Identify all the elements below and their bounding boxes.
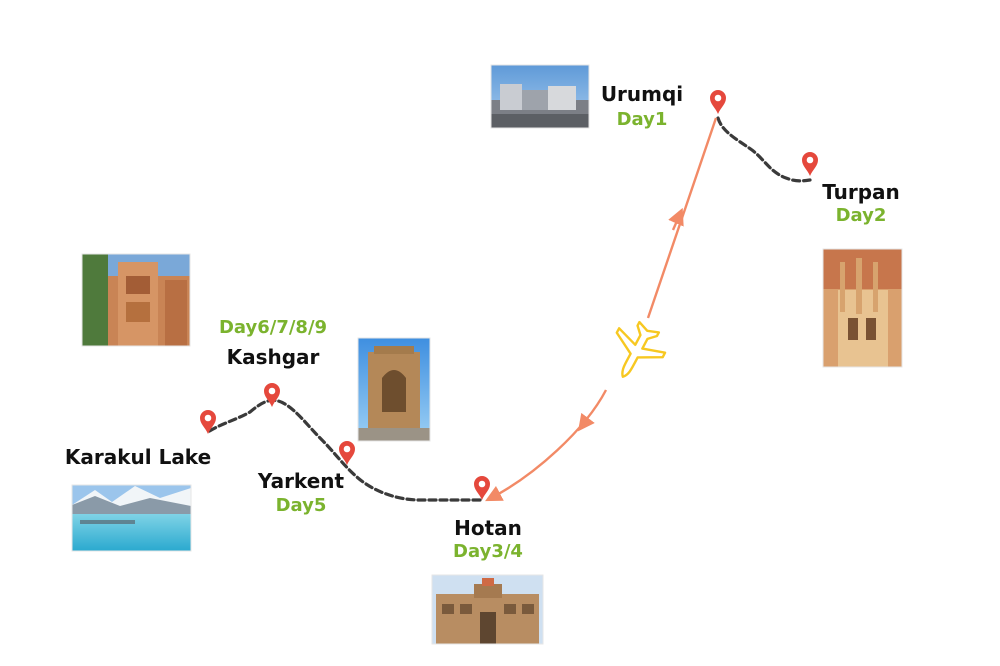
yarkent-city-label: Yarkent <box>257 469 345 493</box>
kashgar-city-label: Kashgar <box>226 345 320 369</box>
hotan-photo <box>431 574 544 645</box>
yarkent-photo <box>357 337 431 442</box>
urumqi-city-label: Urumqi <box>600 82 684 106</box>
hotan-day-label: Day3/4 <box>453 541 523 562</box>
ground-route-urumqi-turpan <box>716 116 812 183</box>
karakul-lake-city-label: Karakul Lake <box>64 445 212 469</box>
map-pin-icon[interactable] <box>802 152 818 176</box>
flight-arrow-upper <box>668 207 684 231</box>
map-pin-icon[interactable] <box>264 383 280 407</box>
turpan-city-label: Turpan <box>822 180 900 204</box>
kashgar-photo <box>81 253 191 347</box>
turpan-photo <box>822 248 903 368</box>
turpan-day-label: Day2 <box>835 205 887 226</box>
flight-arrow-lower <box>577 412 595 432</box>
kashgar-day-label: Day6/7/8/9 <box>218 317 328 338</box>
yarkent-day-label: Day5 <box>275 495 327 516</box>
ground-route-hotan-yarkent-kashgar-karakul <box>206 398 482 502</box>
flight-route-lower <box>485 389 608 502</box>
map-pin-icon[interactable] <box>474 476 490 500</box>
urumqi-day-label: Day1 <box>616 109 668 130</box>
urumqi-photo <box>490 64 590 129</box>
hotan-city-label: Hotan <box>454 516 522 540</box>
flight-route-upper <box>646 117 718 319</box>
map-pin-icon[interactable] <box>710 90 726 114</box>
airplane-icon <box>615 320 667 378</box>
karakul-lake-photo <box>71 484 192 552</box>
